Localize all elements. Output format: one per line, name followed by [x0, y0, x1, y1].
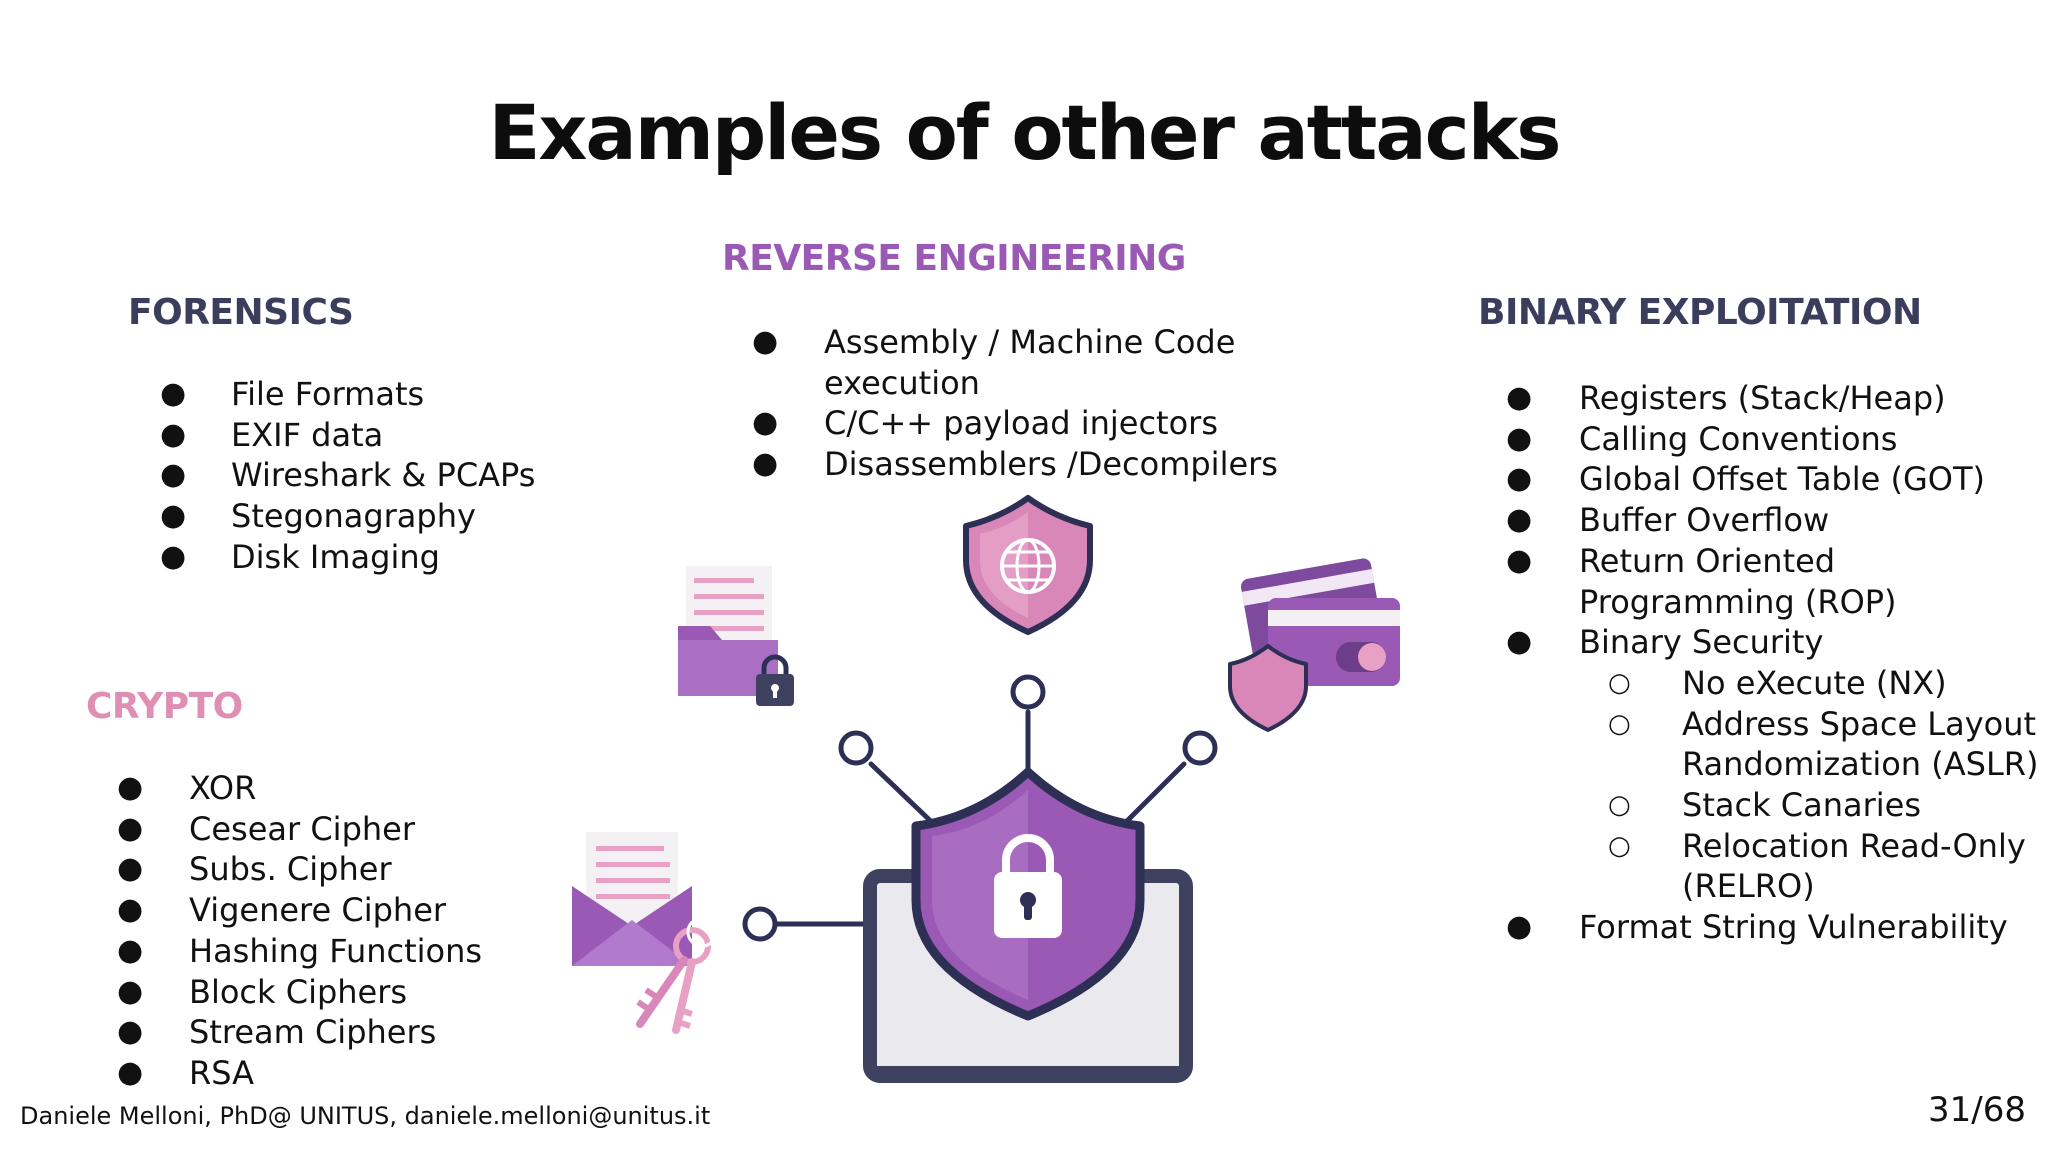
slide-footer: Daniele Melloni, PhD@ UNITUS, daniele.me…	[20, 1102, 711, 1130]
bullet-icon: ●	[1506, 461, 1533, 497]
list-item: ●Buffer Overflow	[1506, 501, 1830, 540]
list-item: ●C/C++ payload injectors	[752, 404, 1218, 443]
list-item: ●Stream Ciphers	[117, 1013, 437, 1052]
hollow-bullet-icon: ○	[1608, 790, 1631, 821]
list-item: ●Calling Conventions	[1506, 419, 1898, 458]
bullet-icon: ●	[1506, 420, 1533, 456]
laptop-shield-lock-icon	[863, 767, 1193, 1083]
bullet-icon: ●	[117, 851, 144, 887]
bullet-icon: ●	[1506, 542, 1533, 578]
list-item: ●Vigenere Cipher	[117, 891, 447, 930]
list-item: ●Wireshark & PCAPs	[160, 456, 536, 495]
binary-exploitation-list: ●Registers (Stack/Heap) ●Calling Convent…	[1506, 378, 2038, 948]
page-number: 31/68	[1928, 1090, 2026, 1130]
list-subitem: Randomization (ASLR)	[1682, 745, 2039, 784]
hollow-bullet-icon: ○	[1608, 830, 1631, 861]
forensics-list: ●File Formats ●EXIF data ●Wireshark & PC…	[160, 374, 535, 578]
credit-card-shield-icon	[1228, 558, 1400, 732]
crypto-list: ●XOR ●Cesear Cipher ●Subs. Cipher ●Vigen…	[117, 768, 482, 1094]
hollow-bullet-icon: ○	[1608, 667, 1631, 698]
bullet-icon: ●	[1506, 624, 1533, 660]
bullet-icon: ●	[160, 498, 187, 534]
globe-shield-icon	[963, 495, 1093, 635]
bullet-icon: ●	[117, 1014, 144, 1050]
list-item: ●RSA	[117, 1053, 255, 1092]
list-subitem: ○Stack Canaries	[1608, 786, 1922, 825]
binary-exploitation-heading: BINARY EXPLOITATION	[1478, 292, 1922, 333]
bullet-icon: ●	[160, 538, 187, 574]
crypto-heading: CRYPTO	[86, 686, 243, 727]
bullet-icon: ●	[752, 324, 779, 359]
list-item: ●Return Oriented	[1506, 541, 1836, 580]
list-subitem: (RELRO)	[1682, 867, 1815, 906]
bullet-icon: ●	[117, 932, 144, 968]
list-item: ●Hashing Functions	[117, 931, 483, 970]
bullet-icon: ●	[1506, 380, 1533, 415]
list-item: ●Format String Vulnerability	[1506, 908, 2008, 947]
list-item: ●Binary Security	[1506, 623, 1824, 662]
list-subitem: ○Address Space Layout	[1608, 704, 2037, 743]
list-item: ●Disassemblers /Decompilers	[752, 445, 1278, 484]
bullet-icon: ●	[117, 770, 144, 805]
list-item: ●Assembly / Machine Code	[752, 323, 1236, 361]
bullet-icon: ●	[1506, 502, 1533, 538]
reverse-engineering-heading: REVERSE ENGINEERING	[722, 238, 1186, 279]
bullet-icon: ●	[117, 1054, 144, 1090]
list-item: ●Block Ciphers	[117, 972, 408, 1011]
list-item: ●XOR	[117, 769, 257, 807]
locked-folder-icon	[678, 566, 794, 706]
bullet-icon: ●	[160, 376, 187, 411]
slide-title: Examples of other attacks	[488, 88, 1561, 177]
connector-nodes	[742, 674, 1218, 942]
list-item: ●Subs. Cipher	[117, 850, 392, 889]
bullet-icon: ●	[1506, 909, 1533, 945]
list-item: Programming (ROP)	[1579, 582, 1897, 621]
list-item: ●Cesear Cipher	[117, 809, 415, 848]
list-item: ●File Formats	[160, 375, 425, 413]
bullet-icon: ●	[160, 416, 187, 452]
list-subitem: ○No eXecute (NX)	[1608, 663, 1947, 702]
list-subitem: ○Relocation Read-Only	[1608, 826, 2026, 865]
reverse-engineering-list: ●Assembly / Machine Code execution ●C/C+…	[752, 322, 1278, 485]
list-item: ●EXIF data	[160, 415, 384, 454]
bullet-icon: ●	[160, 457, 187, 493]
list-item: ●Global Offset Table (GOT)	[1506, 460, 1985, 499]
hollow-bullet-icon: ○	[1608, 708, 1631, 739]
list-item: execution	[824, 363, 980, 402]
envelope-keys-icon	[572, 832, 718, 1034]
list-item: ●Stegonagraphy	[160, 497, 476, 536]
list-item: ●Disk Imaging	[160, 537, 440, 576]
bullet-icon: ●	[117, 973, 144, 1009]
list-item: ●Registers (Stack/Heap)	[1506, 379, 1946, 417]
bullet-icon: ●	[117, 810, 144, 846]
bullet-icon: ●	[752, 405, 779, 441]
forensics-heading: FORENSICS	[128, 292, 354, 333]
bullet-icon: ●	[752, 446, 779, 482]
bullet-icon: ●	[117, 892, 144, 928]
